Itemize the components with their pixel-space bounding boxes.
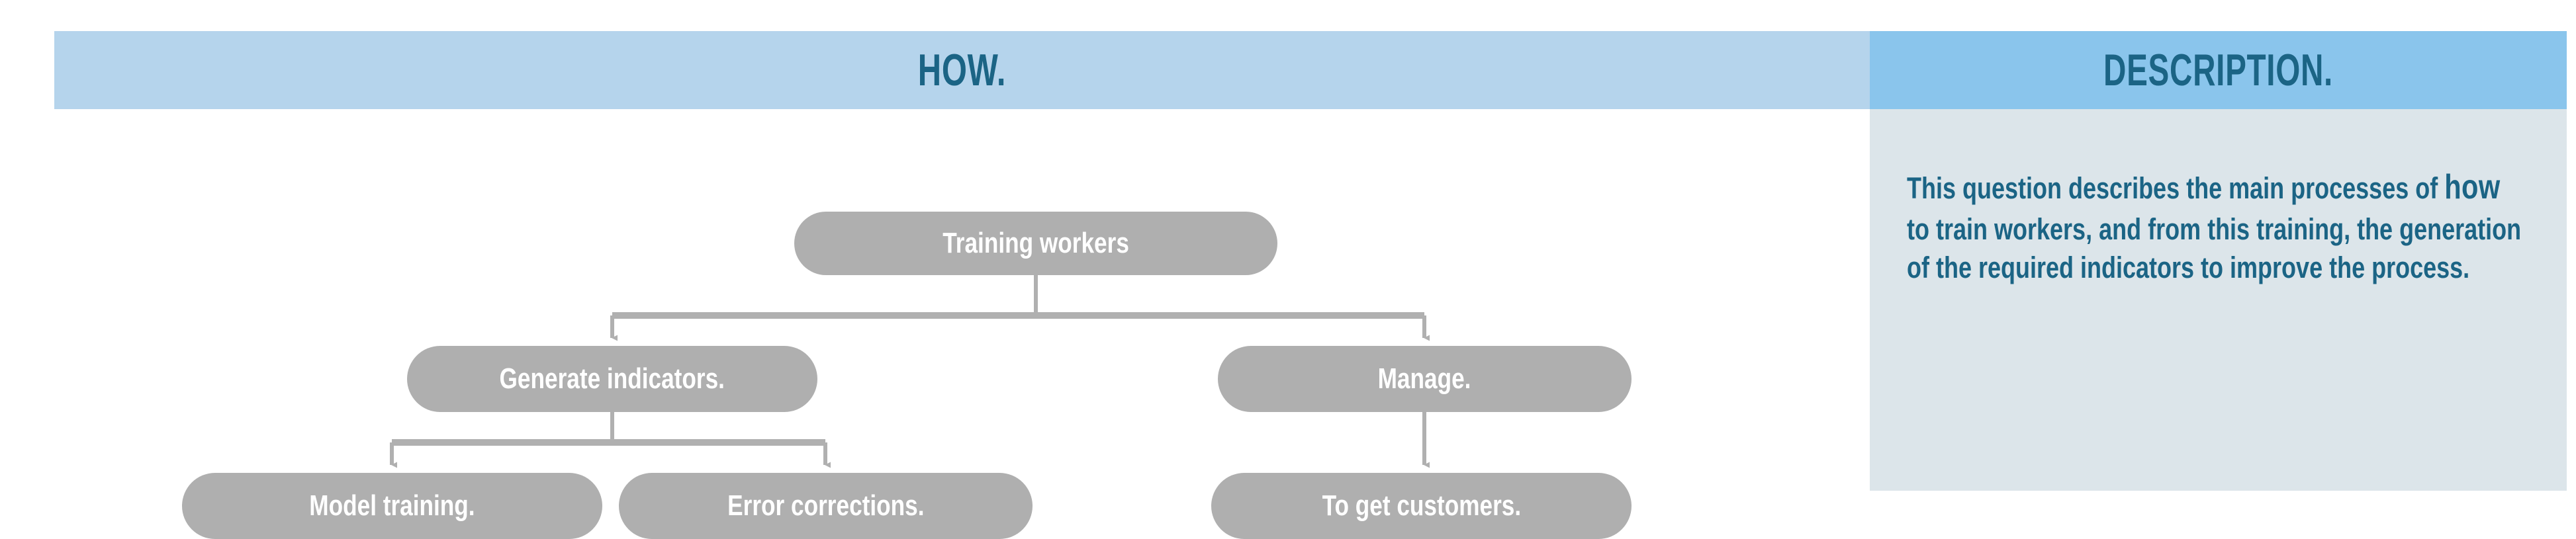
description-panel-title: DESCRIPTION. <box>2103 45 2333 95</box>
node-model-training-label: Model training. <box>309 489 475 522</box>
how-panel-body: Training workers Generate indicators. Ma… <box>54 109 1870 539</box>
how-panel: HOW. <box>54 31 1870 539</box>
description-panel-body: This question describes the main process… <box>1870 109 2567 491</box>
description-text-part-2: to train workers, and from this training… <box>1907 212 2522 285</box>
node-error-corrections-label: Error corrections. <box>727 489 925 522</box>
process-flow-diagram: Training workers Generate indicators. Ma… <box>54 109 1870 539</box>
node-training-workers[interactable]: Training workers <box>794 212 1277 275</box>
node-model-training[interactable]: Model training. <box>182 473 602 539</box>
node-manage[interactable]: Manage. <box>1218 346 1632 412</box>
diagram-connectors <box>390 275 1430 468</box>
how-panel-title: HOW. <box>917 45 1007 95</box>
description-panel: DESCRIPTION. This question describes the… <box>1870 31 2567 491</box>
node-generate-indicators-label: Generate indicators. <box>499 362 725 395</box>
node-training-workers-label: Training workers <box>943 227 1129 259</box>
node-error-corrections[interactable]: Error corrections. <box>619 473 1033 539</box>
node-to-get-customers-label: To get customers. <box>1322 489 1521 522</box>
description-text-part-1: This question describes the main process… <box>1907 171 2445 205</box>
node-generate-indicators[interactable]: Generate indicators. <box>407 346 817 412</box>
description-header-band: DESCRIPTION. <box>1870 31 2567 109</box>
node-to-get-customers[interactable]: To get customers. <box>1211 473 1632 539</box>
node-manage-label: Manage. <box>1378 362 1471 395</box>
description-text-emphasis: how <box>2444 168 2501 206</box>
how-header-band: HOW. <box>54 31 1870 109</box>
description-text: This question describes the main process… <box>1907 165 2529 288</box>
infographic-root: HOW. <box>54 31 2567 539</box>
